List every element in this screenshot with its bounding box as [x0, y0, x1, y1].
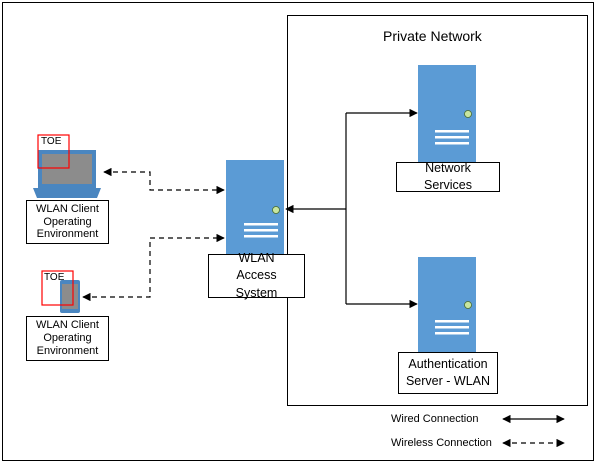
wlan-access-system-label: WLAN Access System [208, 251, 305, 300]
private-network-title: Private Network [383, 28, 482, 44]
network-services-server-icon [418, 65, 476, 165]
authentication-server-label: Authentication Server - WLAN [398, 352, 498, 394]
phone-icon [60, 280, 80, 313]
laptop-icon [33, 150, 101, 198]
toe-laptop-label: TOE [41, 136, 62, 147]
client-phone-label: WLAN Client Operating Environment [26, 316, 109, 361]
wired-connection-lines [285, 108, 418, 309]
authentication-server-icon [418, 257, 476, 354]
network-services-label: Network Services [396, 161, 500, 192]
toe-phone-box [41, 270, 74, 306]
client-laptop-label: WLAN Client Operating Environment [26, 200, 109, 244]
wireless-connection-lines [82, 167, 225, 302]
legend-wired-label: Wired Connection [391, 413, 479, 425]
legend-wireless-label: Wireless Connection [391, 437, 492, 449]
diagram-frame [2, 2, 594, 461]
wlan-access-server-icon [226, 160, 284, 256]
toe-laptop-box [37, 134, 70, 169]
toe-phone-label: TOE [44, 272, 65, 283]
